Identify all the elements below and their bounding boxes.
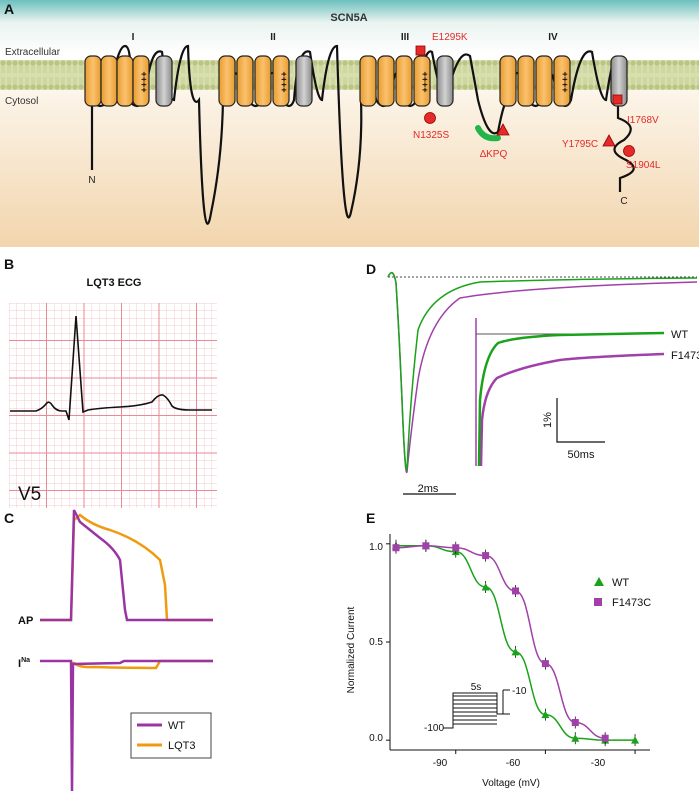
gene-title: SCN5A: [330, 12, 367, 24]
mutation-circle-marker: [424, 112, 436, 124]
mutation-s1904l: S1904L: [626, 160, 661, 171]
mutation-square-marker-ct: [612, 94, 623, 105]
panel-c: C AP INa WT LQT3: [4, 509, 213, 792]
domain-label-2: II: [270, 32, 276, 43]
domain-label-4: IV: [548, 32, 558, 43]
cytosol-label: Cytosol: [5, 96, 38, 107]
panel-a: A SCN5A Extracellular Cytosol I II III I…: [0, 0, 699, 247]
legend-label-f1473c-e: F1473C: [612, 597, 651, 609]
point-wt: [541, 710, 550, 719]
panel-d: D WT F1473C 1% 50ms 2ms: [366, 261, 699, 495]
current-trace-wt: [387, 271, 698, 471]
x-tick-label: -60: [506, 758, 521, 769]
voltage-protocol: 5s -100 -10: [424, 682, 527, 734]
mutation-y1795c: Y1795C: [562, 139, 598, 150]
legend-marker-wt: [594, 577, 604, 586]
extracellular-label: Extracellular: [5, 47, 61, 58]
s4-charges-2: ++++: [279, 71, 289, 92]
fit-curves: [395, 545, 636, 741]
inset-scale-bar: [556, 398, 605, 443]
y-tick-label: 0.0: [369, 733, 383, 744]
ecg-grid: [9, 303, 217, 508]
x-tick-label: -30: [591, 758, 606, 769]
ap-trace-wt: [40, 509, 213, 622]
x-axis-label: Voltage (mV): [482, 778, 540, 789]
transmembrane-helices: [84, 55, 628, 107]
scale-x-inset-label: 50ms: [568, 449, 595, 461]
point-f1473c: [512, 587, 520, 595]
mutation-i1768v: I1768V: [627, 115, 659, 126]
protocol-end: -10: [512, 686, 527, 697]
inset-trace-wt: [477, 331, 665, 467]
fit-curve-wt: [395, 545, 636, 741]
y-axis-label: Normalized Current: [346, 606, 357, 693]
y-tick-label: 1.0: [369, 542, 383, 553]
deletion-segment-marker: [475, 125, 501, 142]
n-terminus-label: N: [88, 175, 95, 186]
data-points: [391, 539, 640, 747]
mutation-circle-marker-ct: [623, 145, 635, 157]
point-f1473c: [452, 544, 460, 552]
ecg-trace: [10, 315, 212, 421]
panel-c-label: C: [4, 510, 14, 526]
x-tick-label: -90: [433, 758, 448, 769]
panel-e: E -90 -60 -30 0.0 0.5 1.0 Voltage (mV) N…: [346, 510, 651, 789]
scale-x-main-label: 2ms: [418, 483, 439, 495]
ecg-lead-label: V5: [18, 484, 41, 505]
legend-marker-f1473c: [594, 598, 602, 606]
protocol-start: -100: [424, 723, 444, 734]
point-f1473c: [571, 719, 579, 727]
y-tick-label: 0.5: [369, 637, 383, 648]
point-wt: [481, 583, 490, 591]
panel-a-background: [0, 0, 699, 247]
point-f1473c: [601, 734, 609, 742]
ina-trace-wt: [40, 659, 213, 792]
mutation-triangle-marker: [496, 123, 510, 136]
legend-label-wt-e: WT: [612, 577, 629, 589]
protocol-duration: 5s: [471, 682, 482, 693]
domain-label-3: III: [401, 32, 410, 43]
s4-charges-1: ++++: [139, 71, 149, 92]
c-terminus-label: C: [620, 196, 627, 207]
ap-trace-lqt3: [40, 513, 213, 622]
ecg-major-grid: [9, 303, 217, 508]
point-wt: [571, 734, 580, 742]
ina-label: INa: [18, 657, 30, 670]
domain-label-1: I: [132, 32, 135, 43]
point-f1473c: [482, 552, 490, 560]
ap-label: AP: [18, 615, 33, 627]
legend-label-lqt3: LQT3: [168, 740, 196, 752]
fit-curve-f1473c: [395, 545, 606, 739]
scale-y-label: 1%: [542, 412, 554, 428]
mutation-e1295k: E1295K: [432, 32, 468, 43]
mutation-dkpq: ∆KPQ: [480, 149, 507, 160]
panel-c-legend: [130, 712, 212, 759]
mutation-triangle-marker-ct: [602, 134, 616, 147]
panel-b-label: B: [4, 256, 14, 272]
mutation-square-marker: [415, 45, 426, 56]
legend-label-wt: WT: [168, 720, 185, 732]
point-f1473c: [422, 542, 430, 550]
panel-b: B LQT3 ECG V5: [4, 256, 217, 508]
point-wt: [631, 736, 640, 744]
point-wt: [511, 647, 520, 656]
panel-d-label: D: [366, 261, 376, 277]
inset-legend-f1473c: F1473C: [671, 350, 699, 362]
panel-e-label: E: [366, 510, 375, 526]
mutation-n1325s: N1325S: [413, 130, 449, 141]
ecg-title: LQT3 ECG: [86, 277, 141, 289]
inset-legend-wt: WT: [671, 329, 688, 341]
point-f1473c: [392, 544, 400, 552]
point-f1473c: [541, 660, 549, 668]
inset-trace-f1473c: [479, 352, 665, 467]
s4-charges-4: ++++: [560, 71, 570, 92]
s4-charges-3: ++++: [420, 71, 430, 92]
axis-ticks: [386, 543, 636, 754]
panel-a-label: A: [4, 1, 14, 17]
